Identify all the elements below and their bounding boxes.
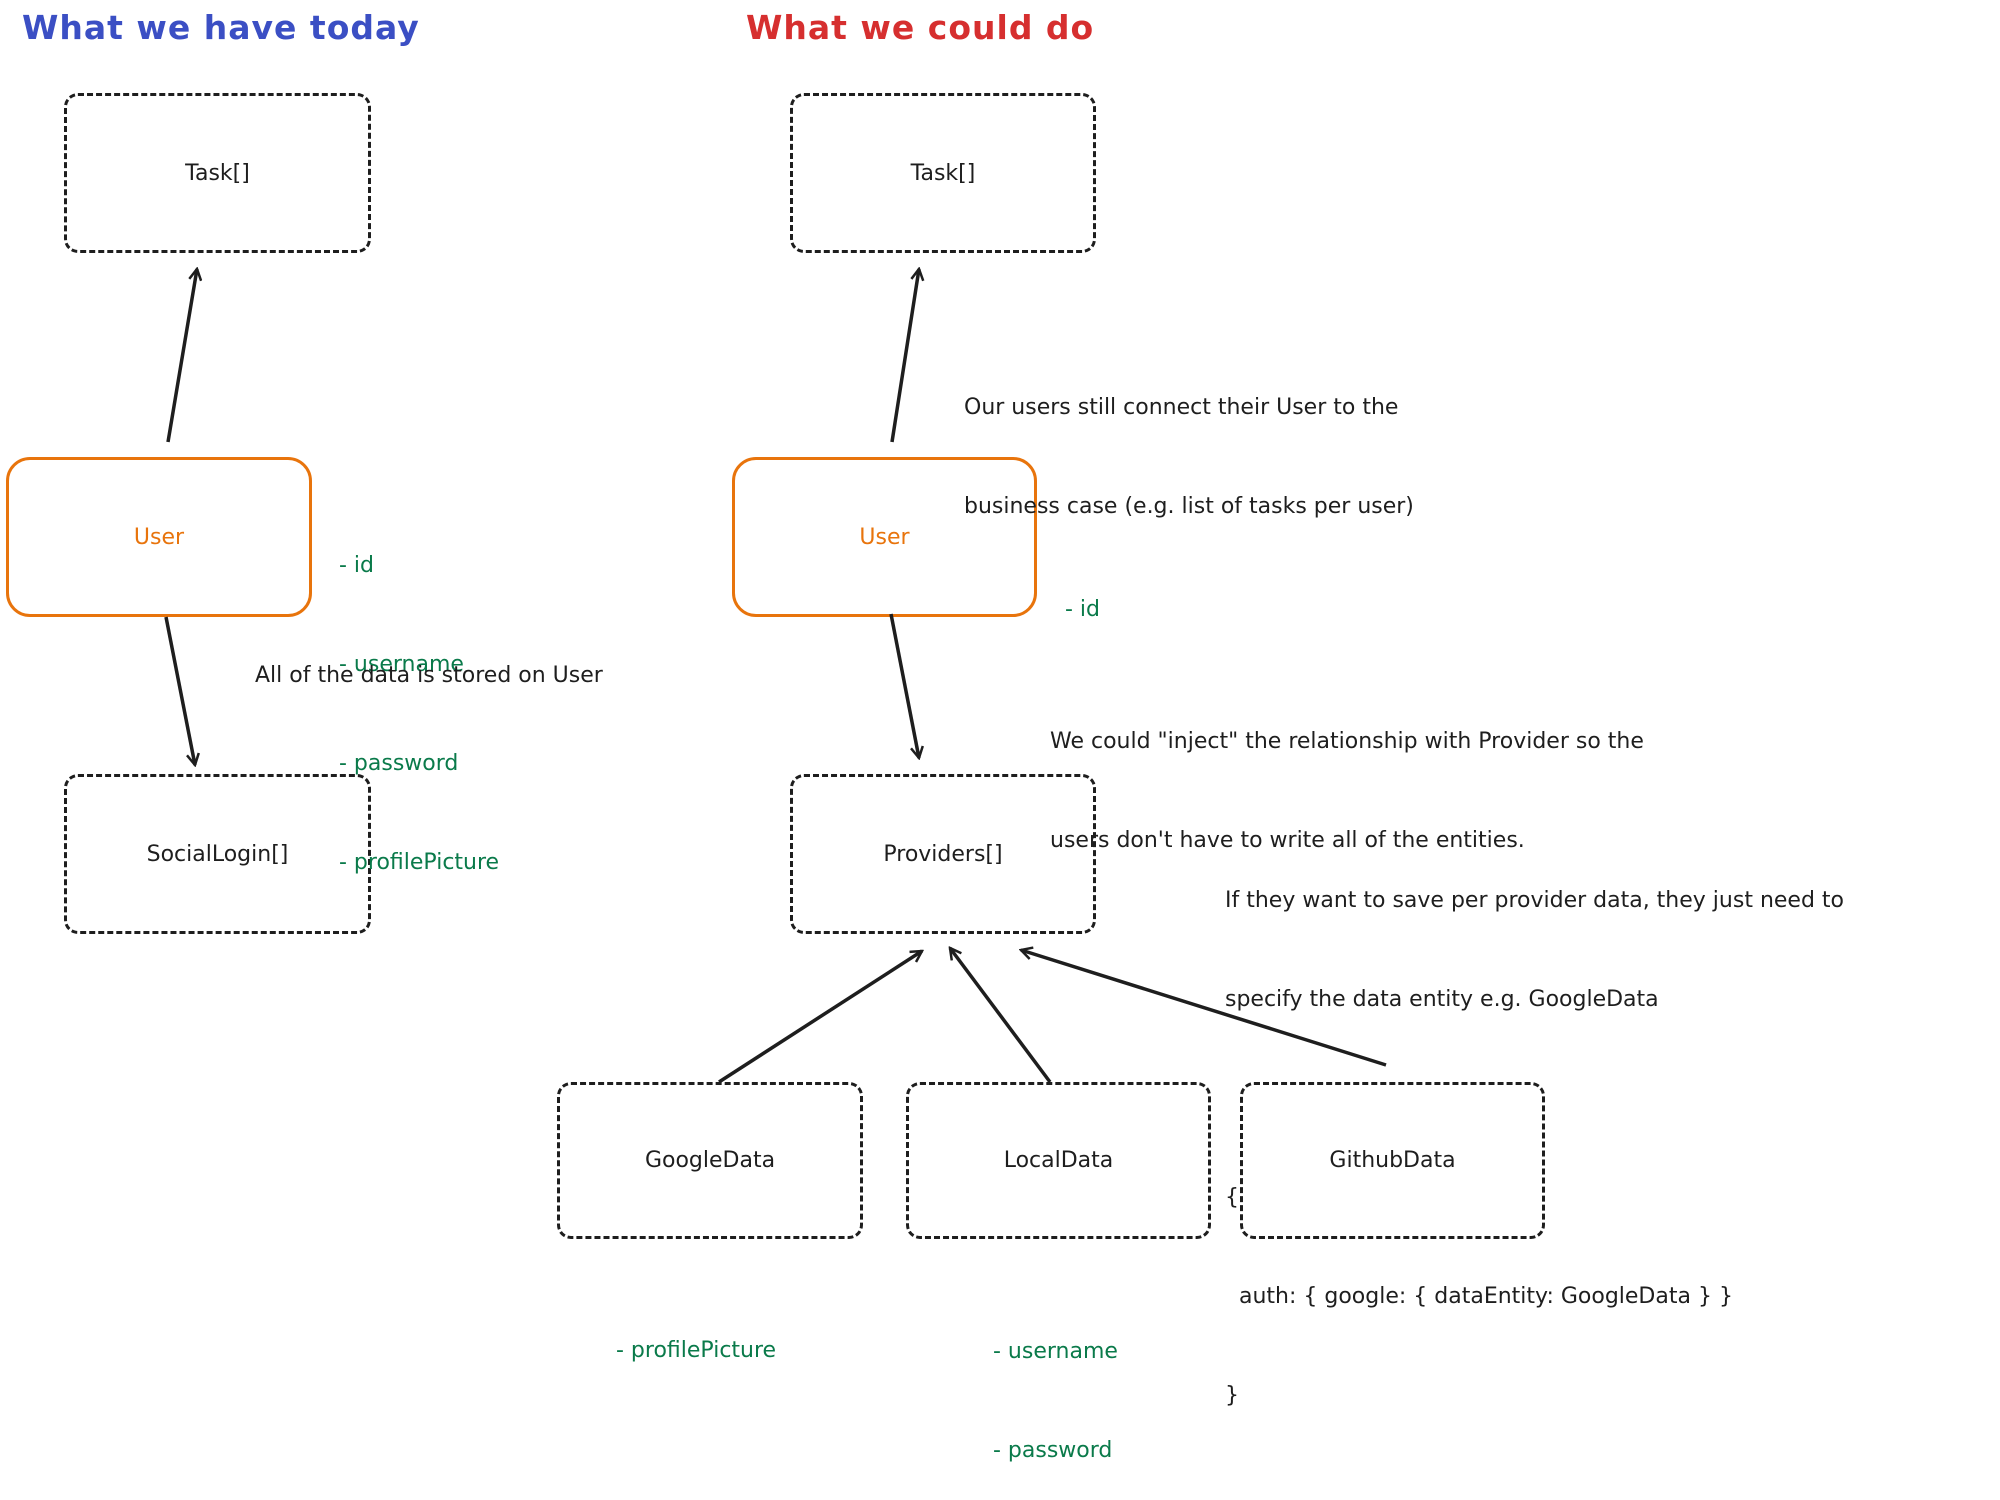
attribute: - password — [993, 1438, 1113, 1463]
right-section-title: What we could do — [746, 8, 1095, 47]
attribute: - username — [993, 1339, 1118, 1364]
attribute: - id — [339, 553, 375, 578]
arrow-left-user-to-social — [164, 616, 195, 765]
note-provider-data: If they want to save per provider data, … — [1225, 818, 1844, 1445]
attribute: - username — [339, 652, 464, 677]
left-user-label: User — [133, 524, 185, 550]
left-task-label: Task[] — [185, 160, 250, 186]
note-line: Our users still connect their User to th… — [964, 395, 1399, 420]
social-login-label: SocialLogin[] — [146, 841, 289, 867]
left-user-attributes: - id - username - password - profilePict… — [339, 483, 499, 912]
local-data-label: LocalData — [1003, 1148, 1114, 1173]
note-line: { — [1225, 1185, 1239, 1210]
arrow-local-to-providers — [950, 948, 1052, 1084]
arrow-right-user-to-task — [890, 269, 919, 443]
providers-box[interactable]: Providers[] — [790, 774, 1096, 934]
right-user-attributes: - id — [1065, 527, 1100, 659]
note-line: } — [1225, 1383, 1239, 1408]
attribute: - profilePicture — [616, 1338, 777, 1363]
note-line: business case (e.g. list of tasks per us… — [964, 494, 1414, 519]
google-data-box[interactable]: GoogleData — [557, 1082, 863, 1239]
right-user-label: User — [859, 524, 910, 550]
note-line: We could "inject" the relationship with … — [1050, 729, 1644, 754]
left-section-title: What we have today — [22, 8, 420, 47]
github-data-label: GithubData — [1329, 1148, 1456, 1173]
note-inject: We could "inject" the relationship with … — [1050, 659, 1644, 890]
arrow-google-to-providers — [718, 949, 922, 1084]
left-task-box[interactable]: Task[] — [64, 93, 371, 253]
arrow-right-user-to-providers — [889, 613, 919, 758]
attribute: - password — [339, 751, 459, 776]
note-users-connect: Our users still connect their User to th… — [964, 325, 1414, 556]
connector-layer — [164, 0, 1387, 1084]
note-line: If they want to save per provider data, … — [1225, 888, 1844, 913]
right-task-label: Task[] — [910, 160, 976, 186]
note-line: auth: { google: { dataEntity: GoogleData… — [1225, 1284, 1733, 1309]
social-login-box[interactable]: SocialLogin[] — [64, 774, 371, 934]
right-user-box[interactable]: User — [732, 457, 1037, 617]
google-data-label: GoogleData — [644, 1148, 776, 1173]
right-task-box[interactable]: Task[] — [790, 93, 1096, 253]
github-data-box[interactable]: GithubData — [1240, 1082, 1545, 1239]
attribute: - profilePicture — [339, 850, 500, 875]
local-data-box[interactable]: LocalData — [906, 1082, 1211, 1239]
note-line: specify the data entity e.g. GoogleData — [1225, 987, 1659, 1012]
left-user-box[interactable]: User — [6, 457, 312, 617]
providers-label: Providers[] — [883, 841, 1003, 867]
left-note: All of the data is stored on User — [255, 663, 603, 688]
note-line: users don't have to write all of the ent… — [1050, 828, 1525, 853]
arrow-github-to-providers — [1021, 950, 1387, 1067]
attribute: - id — [1065, 597, 1101, 622]
arrow-left-user-to-task — [166, 269, 197, 443]
